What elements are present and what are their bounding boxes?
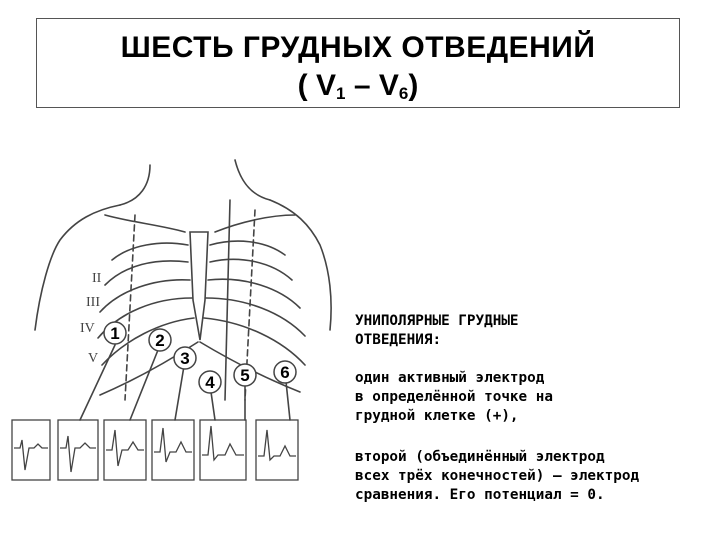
subtitle-sub6: 6 [398,84,409,103]
rib-numerals: II III IV V [80,271,102,366]
ecg-trace-v6 [258,429,296,462]
electrode-v6-marker [273,360,297,384]
text-active-electrode: один активный электрод в определённой то… [355,369,717,426]
subtitle-leads: ( V1 – V6) [37,69,679,104]
electrode-v4: 4 [198,370,222,394]
subtitle-close: ) [408,69,419,102]
chest-leads-figure: II III IV V 1 2 3 4 5 6 [11,159,332,481]
title-box: ШЕСТЬ ГРУДНЫХ ОТВЕДЕНИЙ ( V1 – V6) [36,18,680,108]
subtitle-sub1: 1 [336,84,346,103]
ecg-trace-v1 [14,439,48,471]
anterior-axillary-line [244,209,256,401]
electrode-v1: 1 [103,321,127,345]
rib-right-2 [209,258,293,281]
text-line: один активный электрод [355,370,545,386]
subtitle-open: ( V [297,69,337,102]
electrode-v2: 2 [148,328,172,352]
shoulder-right [269,199,332,331]
electrode-v1-marker [103,321,127,345]
ecg-strips [11,419,299,481]
ecg-trace-v3 [106,429,144,467]
heading-line: УНИПОЛЯРНЫЕ ГРУДНЫЕ [355,313,519,329]
ecg-trace-v5 [202,425,244,462]
text-reference-electrode: второй (объединённый электрод всех трёх … [355,448,717,505]
electrode-v3: 3 [173,346,197,370]
electrode-v2-label: 2 [155,331,164,350]
shoulder-left [34,204,121,331]
rib-right-5 [203,317,306,366]
rib-right-4 [205,297,306,337]
text-line: сравнения. Его потенциал = 0. [355,487,605,503]
electrode-wires [79,344,291,421]
rib-left-1 [111,242,189,261]
rib-left-3 [99,278,191,313]
ecg-box-v1 [11,419,51,481]
ecg-box-v4 [151,419,195,481]
clavicle-left [104,214,186,233]
text-line: грудной клетке (+), [355,408,519,424]
electrodes: 1 2 3 4 5 6 [103,321,297,394]
ecg-box-v2 [57,419,99,481]
electrode-v4-label: 4 [205,373,215,392]
title: ШЕСТЬ ГРУДНЫХ ОТВЕДЕНИЙ [120,31,596,64]
mid-axillary-line [224,199,231,401]
subtitle-dash: – V [345,69,399,102]
electrode-v6: 6 [273,360,297,384]
midclavicular-line [124,214,136,401]
text-line: второй (объединённый электрод [355,449,605,465]
text-line: в определённой точке на [355,389,553,405]
heading-unipolar: УНИПОЛЯРНЫЕ ГРУДНЫЕ ОТВЕДЕНИЯ: [355,312,717,350]
neck-right [234,159,271,201]
ecg-trace-v4 [154,427,192,463]
ecg-box-v6 [255,419,299,481]
rib-numeral-ii: II [92,271,102,286]
electrode-v2-marker [148,328,172,352]
electrode-v5: 5 [233,363,257,387]
electrode-v4-marker [198,370,222,394]
rib-right-1 [209,240,286,256]
heading-line: ОТВЕДЕНИЯ: [355,332,442,348]
electrode-v5-label: 5 [240,366,249,385]
rib-numeral-iii: III [86,295,100,310]
sternum [189,231,209,341]
rib-left-2 [104,260,189,286]
ecg-trace-v2 [60,435,96,473]
text-line: всех трёх конечностей) – электрод [355,468,640,484]
electrode-v1-label: 1 [110,324,119,343]
rib-numeral-iv: IV [80,321,95,336]
rib-right-3 [207,278,301,309]
rib-numeral-v: V [88,351,98,366]
electrode-v6-label: 6 [280,363,289,382]
electrode-v5-marker [233,363,257,387]
neck-left [119,164,151,206]
ecg-box-v5 [199,419,247,481]
ecg-box-v3 [103,419,147,481]
electrode-v3-marker [173,346,197,370]
electrode-v3-label: 3 [180,349,189,368]
